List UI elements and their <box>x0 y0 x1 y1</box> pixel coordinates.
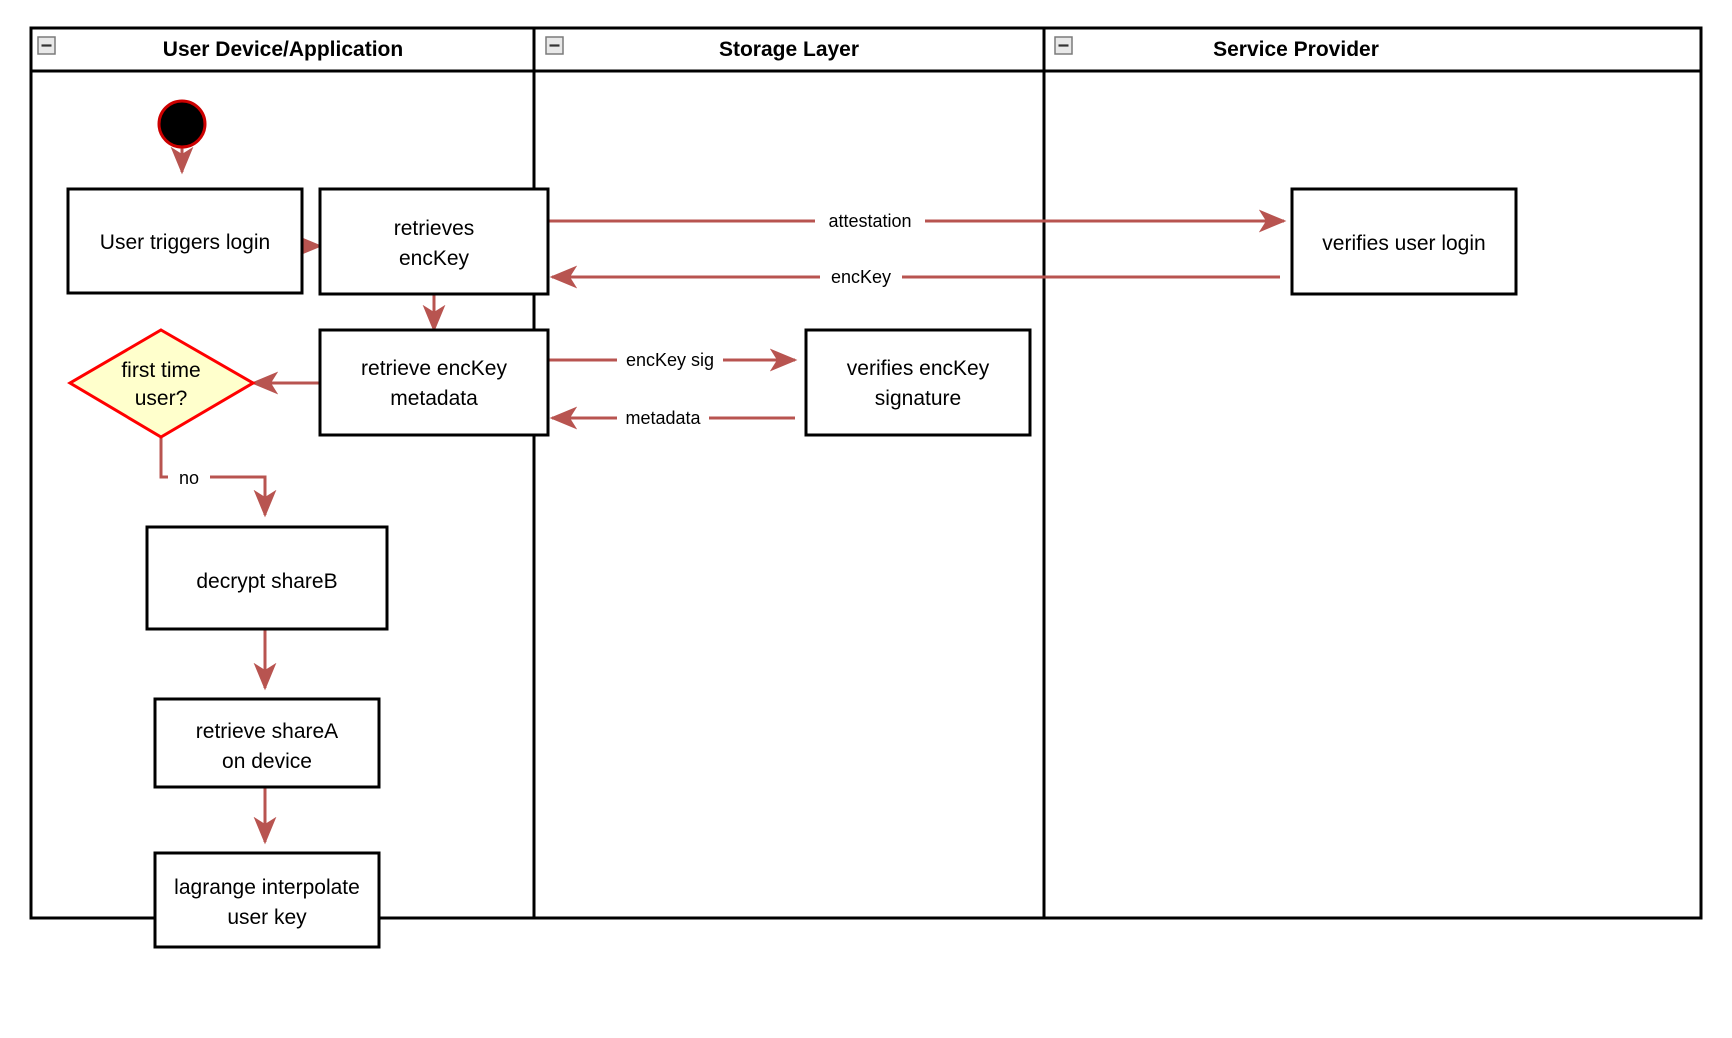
lane-header-user-device: User Device/Application <box>37 36 403 61</box>
node-label-user-triggers-login: User triggers login <box>100 231 270 254</box>
lane-header-storage-layer: Storage Layer <box>545 36 859 61</box>
edge-label-bg-no <box>168 464 210 490</box>
decision-diamond <box>67 328 256 439</box>
node-first-time-user[interactable]: first time user? <box>67 328 256 439</box>
node-box <box>1290 187 1518 296</box>
diagram-frame <box>29 26 1703 920</box>
node-verifies-enckey-signature[interactable]: verifies encKey signature <box>804 328 1032 437</box>
edge-label-metadata: metadata <box>625 408 701 428</box>
edge-label-attestation: attestation <box>828 211 911 231</box>
node-label-verifies-user-login: verifies user login <box>1322 232 1485 255</box>
edge-label-bg-attestation <box>815 207 925 235</box>
lane-title-service-provider: Service Provider <box>1213 38 1379 61</box>
node-label-lagrange-line1: lagrange interpolate <box>174 876 360 899</box>
node-label-retrieve-sharea-line2: on device <box>222 750 312 773</box>
node-box <box>153 697 381 789</box>
node-retrieve-enckey-metadata[interactable]: retrieve encKey metadata <box>318 328 550 437</box>
lane-header-service-provider: Service Provider <box>1054 36 1379 61</box>
node-box <box>66 187 304 295</box>
edge-label-no: no <box>179 468 199 488</box>
edge-label-bg-metadata <box>617 404 709 432</box>
node-label-decrypt-shareb: decrypt shareB <box>196 570 337 593</box>
node-box <box>318 328 550 437</box>
node-start[interactable] <box>157 99 207 149</box>
node-label-verifies-enckey-signature-line2: signature <box>875 387 961 410</box>
node-box <box>145 525 389 631</box>
node-label-retrieves-enckey-line2: encKey <box>399 247 470 270</box>
node-box <box>153 851 381 949</box>
node-label-retrieves-enckey-line1: retrieves <box>394 217 475 240</box>
start-circle-icon <box>157 99 207 149</box>
node-label-lagrange-line2: user key <box>227 906 307 929</box>
node-label-retrieve-enckey-metadata-line1: retrieve encKey <box>361 357 507 380</box>
node-lagrange-interpolate-user-key[interactable]: lagrange interpolate user key <box>153 851 381 949</box>
lane-title-user-device: User Device/Application <box>163 38 403 61</box>
edge-label-bg-enckey-sig <box>617 346 723 374</box>
node-retrieve-sharea-on-device[interactable]: retrieve shareA on device <box>153 697 381 789</box>
node-label-first-time-user-line2: user? <box>135 387 188 410</box>
node-retrieves-enckey[interactable]: retrieves encKey <box>318 187 550 296</box>
node-label-retrieve-sharea-line1: retrieve shareA <box>196 720 338 743</box>
node-decrypt-shareb[interactable]: decrypt shareB <box>145 525 389 631</box>
edge-label-enckey: encKey <box>831 267 891 287</box>
node-verifies-user-login[interactable]: verifies user login <box>1290 187 1518 296</box>
node-user-triggers-login[interactable]: User triggers login <box>66 187 304 295</box>
edge-decision-no <box>159 437 277 518</box>
node-label-first-time-user-line1: first time <box>121 359 200 382</box>
node-box <box>318 187 550 296</box>
node-label-verifies-enckey-signature-line1: verifies encKey <box>847 357 990 380</box>
node-label-retrieve-enckey-metadata-line2: metadata <box>390 387 478 410</box>
edge-label-bg-enckey <box>820 263 902 291</box>
edge-label-enckey-sig: encKey sig <box>626 350 714 370</box>
lane-title-storage-layer: Storage Layer <box>719 38 859 61</box>
node-box <box>804 328 1032 437</box>
